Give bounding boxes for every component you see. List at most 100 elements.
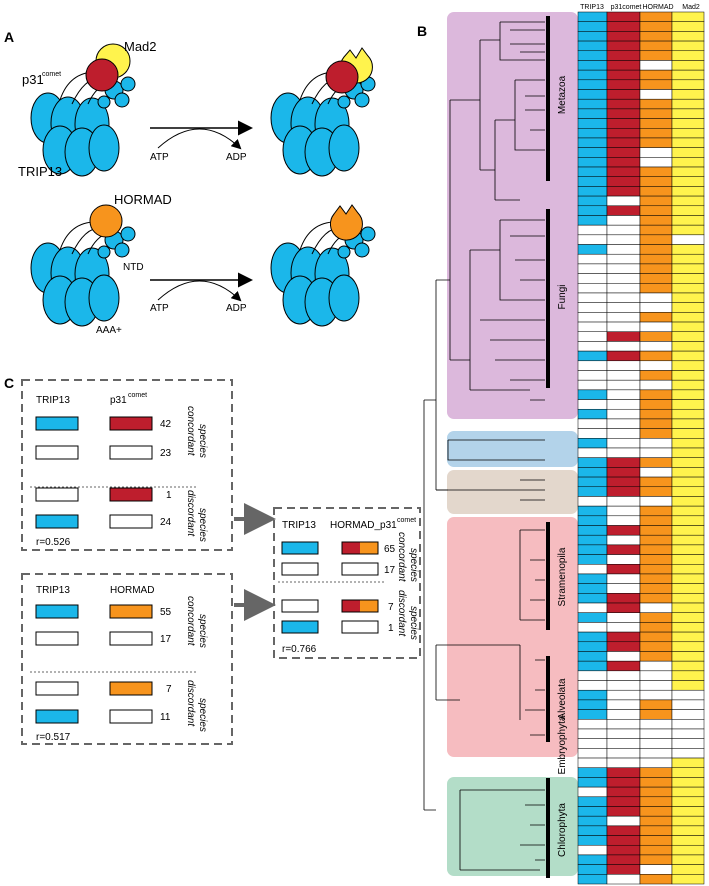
heatmap-cell [671, 757, 705, 768]
heatmap-cell [577, 622, 608, 633]
heatmap-cell [606, 331, 641, 342]
heatmap-cell [671, 331, 705, 342]
box3-col1-header: TRIP13 [282, 520, 316, 531]
heatmap-cell [577, 273, 608, 284]
heatmap-cell [577, 341, 608, 352]
heatmap-cell [671, 205, 705, 216]
heatmap-cell [639, 108, 673, 119]
heatmap-cell [577, 205, 608, 216]
heatmap-cell [606, 825, 641, 836]
heatmap-cell [639, 738, 673, 749]
heatmap-cell [577, 534, 608, 546]
heatmap-cell [639, 709, 673, 720]
heatmap-cell [577, 302, 608, 313]
heatmap-cell [606, 525, 641, 536]
heatmap-cell [577, 350, 608, 362]
heatmap-cell [577, 428, 608, 439]
heatmap-cell [671, 166, 705, 177]
heatmap-cell [577, 321, 608, 332]
box2-col2-header: HORMAD [110, 585, 154, 596]
heatmap-cell [639, 273, 673, 284]
heatmap-cell [577, 815, 608, 827]
heatmap-cell [606, 534, 641, 546]
heatmap-cell [639, 350, 673, 362]
heatmap-cell [606, 418, 641, 429]
heatmap-cell [639, 719, 673, 730]
heatmap-cell [671, 467, 705, 478]
heatmap-cell [577, 486, 608, 497]
heatmap-cell [639, 186, 673, 197]
heatmap-cell [671, 748, 705, 759]
heatmap-cell [671, 660, 705, 672]
heatmap-cell [671, 825, 705, 836]
heatmap-cell [639, 176, 673, 187]
heatmap-cell [639, 166, 673, 177]
heatmap-cell [606, 486, 641, 497]
heatmap-cell [577, 748, 608, 759]
heatmap-cell [577, 505, 608, 517]
heatmap-cell [639, 89, 673, 100]
heatmap-cell [671, 370, 705, 381]
box2-concordant-label: concordant [185, 596, 196, 647]
heatmap-cell [606, 670, 641, 681]
heatmap-cell [639, 689, 673, 701]
heatmap-cell [577, 874, 608, 885]
box1-concordant-label: concordant [185, 406, 196, 457]
p31-superscript: comet [42, 71, 61, 78]
heatmap-cell [577, 176, 608, 187]
heatmap-cell [606, 321, 641, 332]
heatmap-cell [639, 660, 673, 672]
heatmap-cell [639, 612, 673, 623]
heatmap-cell [671, 534, 705, 546]
heatmap-cell [606, 786, 641, 798]
clade-label-metazoa: Metazoa [557, 75, 568, 114]
heatmap-cell [577, 719, 608, 730]
heatmap-cell [671, 486, 705, 497]
heatmap-cell [639, 854, 673, 865]
heatmap-cell [639, 224, 673, 236]
heatmap-cell [639, 205, 673, 216]
heatmap-cell [606, 244, 641, 255]
heatmap-cell [671, 224, 705, 236]
heatmap-cell [577, 757, 608, 768]
heatmap-cell [639, 31, 673, 42]
panel-letter-b: B [417, 23, 427, 39]
heatmap-cell [671, 651, 705, 662]
heatmap-cell [577, 69, 608, 81]
heatmap-cell [606, 689, 641, 701]
heatmap-cell [671, 641, 705, 652]
heatmap-cell [671, 854, 705, 865]
correlation-box-trip13-hormad-p31 [273, 507, 421, 659]
clade-label-embryophyta: Embryophyta [557, 715, 568, 774]
heatmap-cell [606, 728, 641, 739]
heatmap-cell [606, 709, 641, 720]
heatmap-cell [671, 428, 705, 439]
heatmap-cell [577, 98, 608, 110]
heatmap-cell [671, 312, 705, 323]
heatmap-cell [671, 438, 705, 449]
heatmap-cell [577, 467, 608, 478]
heatmap-cell [671, 777, 705, 788]
box3-species-label-1: species [408, 548, 419, 582]
heatmap-cell [671, 767, 705, 778]
heatmap-cell [639, 844, 673, 856]
heatmap-cell [671, 573, 705, 584]
heatmap-cell [639, 564, 673, 575]
heatmap-cell [639, 234, 673, 245]
heatmap-cell [671, 815, 705, 827]
heatmap-cell [606, 69, 641, 81]
heatmap-cell [639, 486, 673, 497]
clade-bars [546, 16, 550, 878]
heatmap-cell [577, 738, 608, 749]
heatmap-cell [671, 253, 705, 265]
correlation-box-trip13-p31 [21, 379, 233, 551]
heatmap-cell [606, 224, 641, 236]
heatmap-cell [577, 224, 608, 236]
heatmap-cell [606, 40, 641, 52]
panel-letter-c: C [4, 375, 14, 391]
trip13-p31-mad2-complex [30, 43, 136, 177]
heatmap-cell [577, 244, 608, 255]
heatmap-cell [577, 564, 608, 575]
clade-label-fungi: Fungi [557, 284, 568, 309]
heatmap-cell [639, 399, 673, 410]
